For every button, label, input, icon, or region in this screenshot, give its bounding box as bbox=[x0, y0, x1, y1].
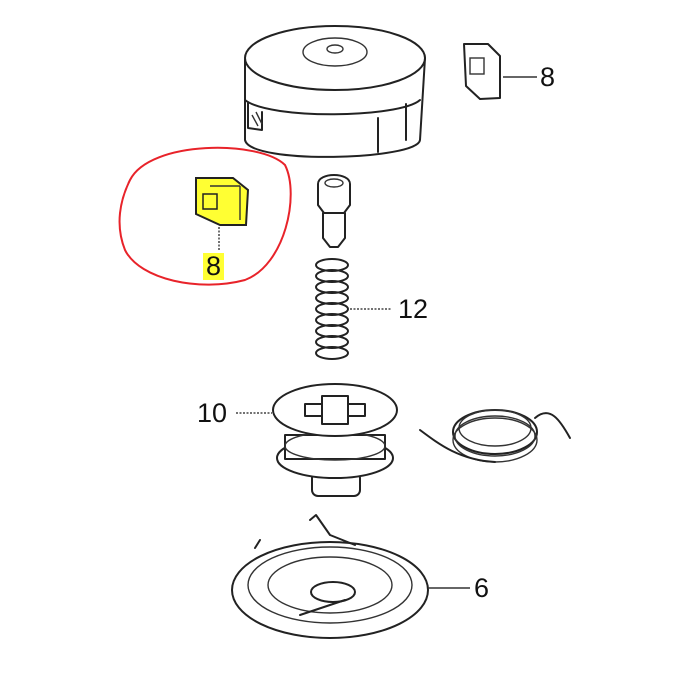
part-label-6: 6 bbox=[474, 573, 490, 603]
part-label-8-top: 8 bbox=[540, 62, 556, 92]
clip-part-highlighted bbox=[195, 177, 250, 226]
spool-part bbox=[272, 383, 398, 497]
clip-part bbox=[463, 43, 501, 100]
red-circle-annotation bbox=[118, 146, 292, 286]
bolt-part bbox=[317, 174, 351, 248]
part-label-10: 10 bbox=[197, 398, 228, 428]
base-part bbox=[231, 514, 429, 639]
part-label-12: 12 bbox=[398, 294, 429, 324]
cover-drum bbox=[244, 25, 426, 158]
trimmer-line-coil bbox=[419, 409, 571, 463]
spring-part bbox=[315, 258, 349, 360]
part-label-8-highlighted: 8 bbox=[203, 253, 225, 280]
